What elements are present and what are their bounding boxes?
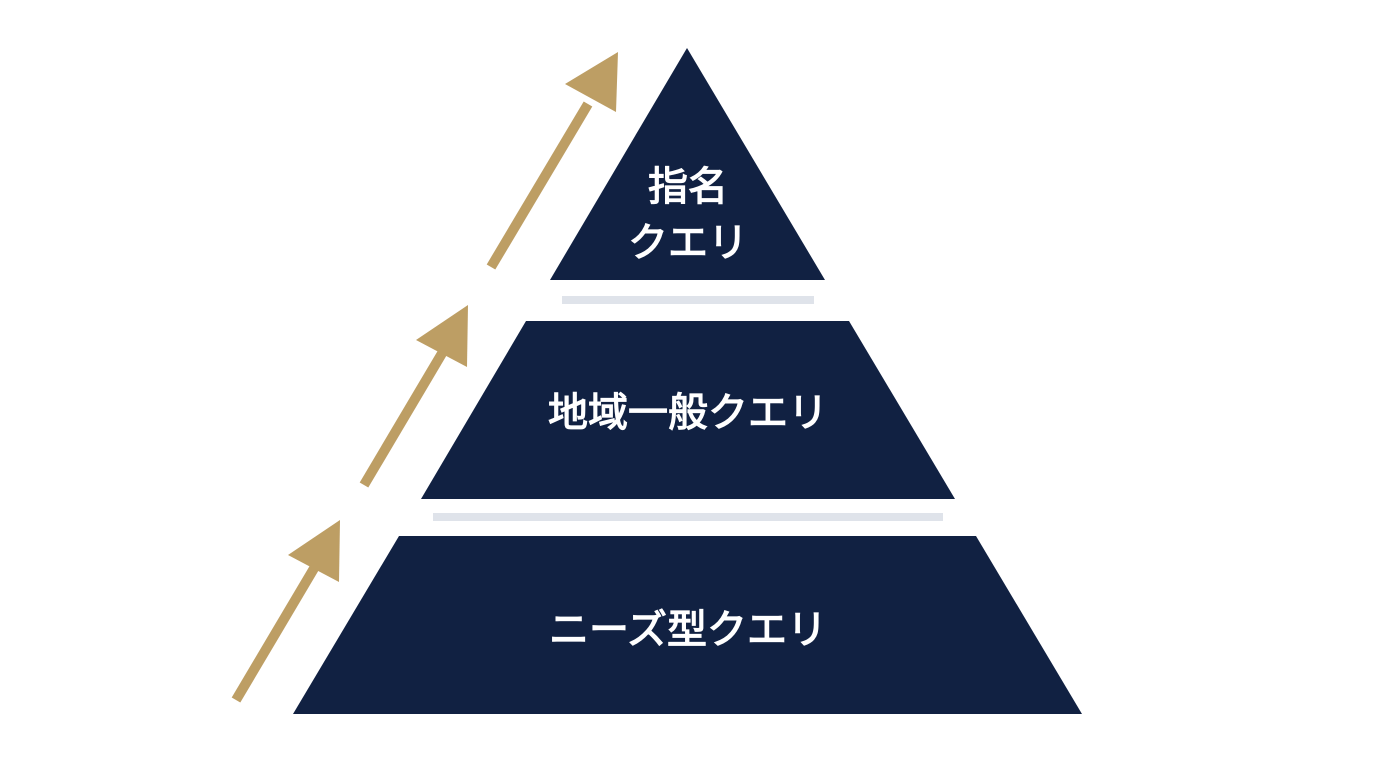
tier-middle-label: 地域一般クエリ [548, 390, 828, 436]
pyramid-tier-middle [421, 321, 955, 499]
tier-bottom-label: ニーズ型クエリ [549, 607, 827, 653]
arrow-up-right-icon [231, 520, 340, 703]
tier-top-label-line1: 指名 [648, 164, 728, 210]
pyramid-tier-top [550, 48, 825, 280]
arrow-up-right-icon [486, 52, 618, 270]
tier-separator-lower [433, 513, 943, 521]
tier-top-label-line2: クエリ [628, 220, 748, 266]
pyramid-tier-bottom [293, 536, 1082, 714]
tier-separator-upper [562, 296, 814, 304]
arrow-up-right-icon [359, 305, 468, 488]
